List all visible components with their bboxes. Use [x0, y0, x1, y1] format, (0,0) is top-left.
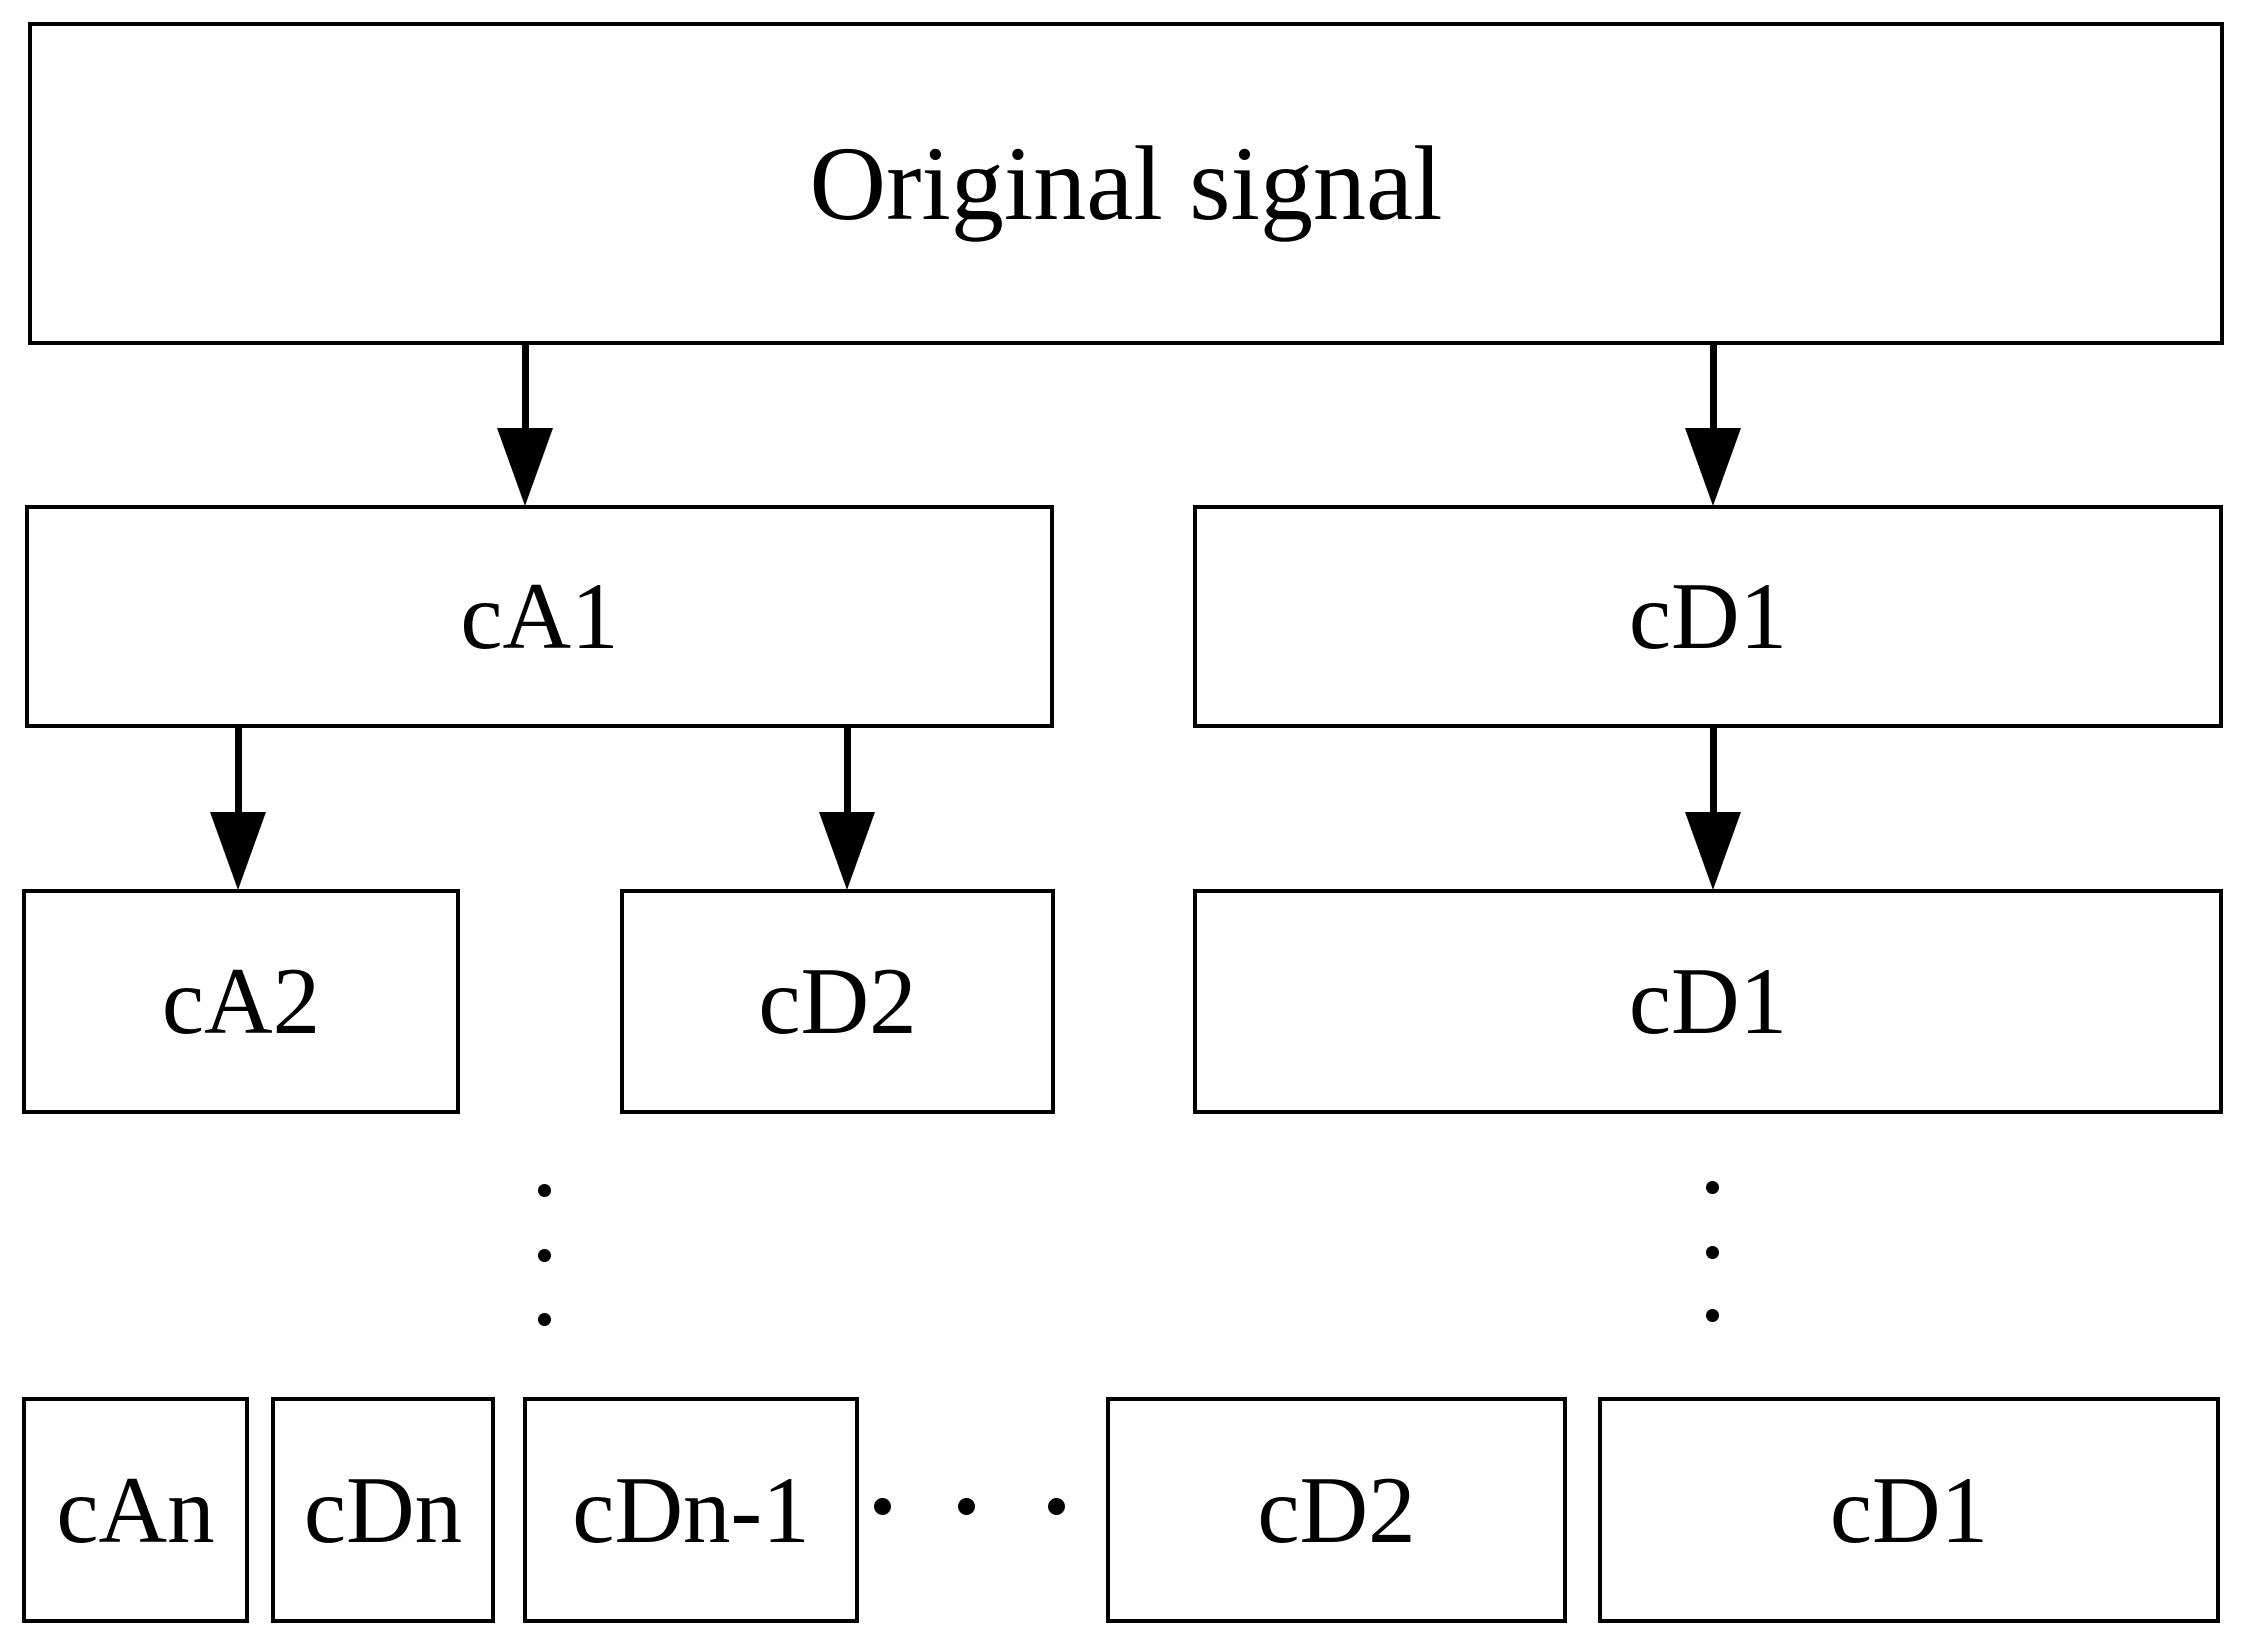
ellipsis-dot [958, 1498, 975, 1515]
arrow-stem [843, 727, 851, 812]
node-ca1-label: cA1 [460, 563, 619, 669]
node-cd2-level2: cD2 [620, 889, 1055, 1114]
arrow-ca1-to-ca2 [210, 727, 266, 890]
arrow-stem [521, 344, 529, 428]
node-cdn-label: cDn [303, 1456, 463, 1563]
arrow-head-icon [497, 428, 553, 506]
arrow-cd1-to-cd1 [1685, 727, 1741, 890]
ellipsis-dot [1706, 1246, 1719, 1259]
node-cd2-level2-label: cD2 [758, 948, 917, 1054]
node-cdn: cDn [271, 1397, 495, 1623]
node-cd1-final-label: cD1 [1829, 1456, 1989, 1563]
node-ca2: cA2 [22, 889, 460, 1114]
node-cd1-final: cD1 [1598, 1397, 2220, 1623]
node-can-label: cAn [56, 1456, 215, 1563]
node-original-signal: Original signal [28, 22, 2224, 345]
node-ca1: cA1 [25, 505, 1054, 728]
node-original-signal-label: Original signal [809, 124, 1443, 242]
node-cdn-minus-1-label: cDn-1 [572, 1456, 810, 1563]
ellipsis-dot [538, 1249, 551, 1262]
arrow-head-icon [1685, 812, 1741, 890]
node-cd1-level1: cD1 [1193, 505, 2223, 728]
arrow-original-to-ca1 [497, 344, 553, 506]
arrow-ca1-to-cd2 [819, 727, 875, 890]
node-cd1-level2-label: cD1 [1628, 948, 1788, 1054]
arrow-original-to-cd1 [1685, 344, 1741, 506]
node-ca2-label: cA2 [161, 948, 321, 1054]
arrow-stem [1709, 727, 1717, 812]
node-cd1-level1-label: cD1 [1628, 563, 1788, 669]
node-cd2-final-label: cD2 [1257, 1456, 1416, 1563]
ellipsis-dot [1048, 1498, 1065, 1515]
node-can: cAn [22, 1397, 249, 1623]
arrow-head-icon [819, 812, 875, 890]
ellipsis-dot [1706, 1181, 1719, 1194]
arrow-stem [234, 727, 242, 812]
node-cd2-final: cD2 [1106, 1397, 1567, 1623]
ellipsis-dot [538, 1313, 551, 1326]
ellipsis-dot [538, 1184, 551, 1197]
arrow-head-icon [210, 812, 266, 890]
arrow-stem [1709, 344, 1717, 428]
node-cdn-minus-1: cDn-1 [523, 1397, 859, 1623]
ellipsis-dot [1706, 1309, 1719, 1322]
arrow-head-icon [1685, 428, 1741, 506]
ellipsis-dot [874, 1498, 891, 1515]
node-cd1-level2: cD1 [1193, 889, 2223, 1114]
